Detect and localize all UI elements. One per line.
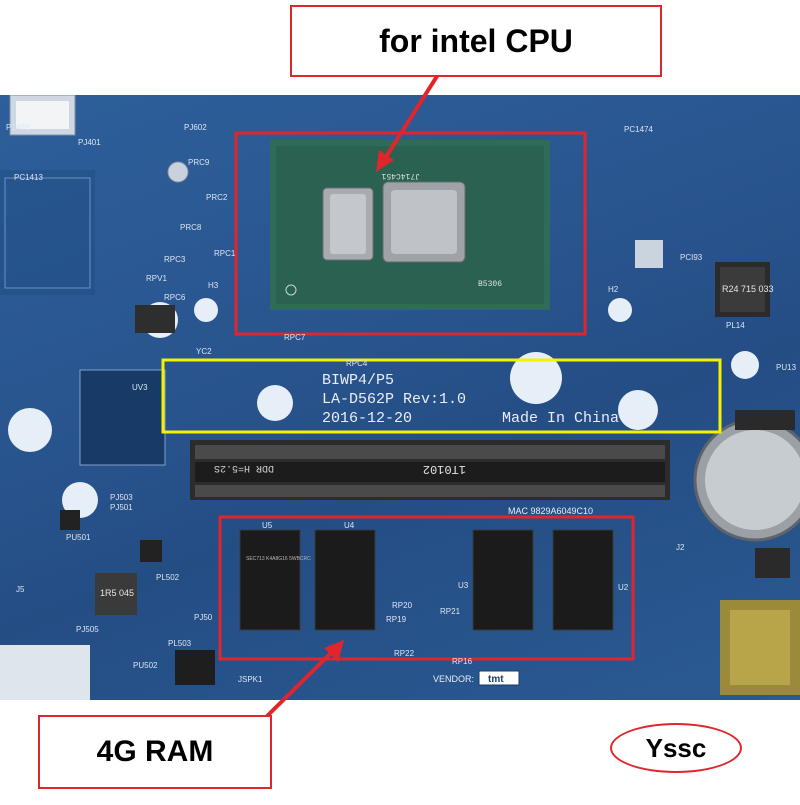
ram-chips <box>239 529 614 631</box>
sodimm-slot <box>190 440 670 500</box>
cpu-package <box>270 140 550 310</box>
inductor-1r5 <box>95 573 137 615</box>
ram-callout: 4G RAM <box>38 715 272 789</box>
brand-badge-text: Yssc <box>645 732 707 763</box>
brand-badge: Yssc <box>610 723 742 773</box>
ram-callout-text: 4G RAM <box>96 735 214 768</box>
cpu-callout-text: for intel CPU <box>379 22 573 59</box>
left-bga-area <box>0 170 95 295</box>
motherboard-photo <box>0 95 800 700</box>
cpu-callout: for intel CPU <box>290 5 662 77</box>
